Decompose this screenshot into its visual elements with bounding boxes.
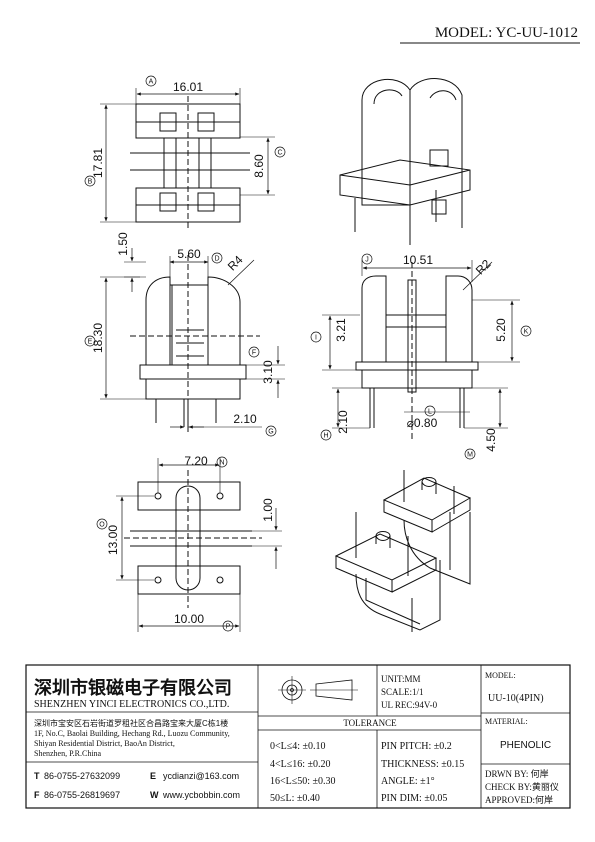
top-view	[100, 88, 275, 230]
marker-F: F	[248, 346, 260, 358]
marker-J: J	[361, 253, 373, 265]
fax-label: F	[34, 790, 40, 800]
svg-text:A: A	[149, 79, 154, 86]
thickness: THICKNESS: ±0.15	[381, 759, 464, 770]
bottom-view	[116, 458, 282, 632]
approved-by: APPROVED:何岸	[485, 794, 553, 805]
svg-text:M: M	[467, 452, 473, 459]
dim-R4: R4	[225, 253, 246, 274]
dim-L: ⌀0.80	[407, 416, 438, 430]
web-value: www.ycbobbin.com	[162, 790, 240, 800]
marker-L: L	[424, 405, 436, 417]
svg-text:C: C	[277, 150, 282, 157]
marker-G: G	[265, 425, 277, 437]
side-view	[322, 260, 520, 440]
svg-text:G: G	[268, 429, 273, 436]
dim-I: 3.21	[334, 318, 348, 342]
dim-O: 13.00	[106, 525, 120, 555]
svg-text:O: O	[99, 522, 105, 529]
marker-E: E	[84, 335, 96, 347]
dim-P: 10.00	[174, 612, 204, 626]
model-value: UU-10(4PIN)	[488, 693, 544, 704]
svg-text:D: D	[214, 256, 219, 263]
tel-label: T	[34, 771, 40, 781]
marker-B: B	[84, 175, 96, 187]
svg-text:F: F	[252, 350, 256, 357]
marker-A: A	[145, 75, 157, 87]
dim-R2: R2	[473, 257, 494, 278]
svg-text:E: E	[88, 339, 93, 346]
drawn-by: DRWN BY: 何岸	[485, 768, 549, 779]
company-name-cn: 深圳市银磁电子有限公司	[34, 677, 232, 698]
marker-H2: H	[320, 429, 332, 441]
marker-M: M	[464, 448, 476, 460]
dim-H2: 2.10	[336, 410, 350, 434]
web-label: W	[150, 790, 159, 800]
svg-text:B: B	[88, 179, 93, 186]
svg-text:I: I	[315, 335, 317, 342]
dim-M: 4.50	[484, 428, 498, 452]
pin-dim: PIN DIM: ±0.05	[381, 793, 447, 804]
email-label: E	[150, 771, 156, 781]
marker-N: N	[216, 456, 228, 468]
tel-value: 86-0755-27632099	[44, 771, 120, 781]
svg-text:H: H	[323, 433, 328, 440]
tolerance-row-1: 0<L≤4: ±0.10	[270, 741, 326, 752]
isometric-view-1	[339, 78, 471, 245]
tolerance-row-3: 16<L≤50: ±0.30	[270, 776, 336, 787]
pin-pitch: PIN PITCH: ±0.2	[381, 741, 452, 752]
address-line-2: Shiyan Residential District, BaoAn Distr…	[34, 739, 175, 748]
address-line-1: 1F, No.C, Baolai Building, Hechang Rd., …	[34, 729, 230, 738]
dim-K: 5.20	[494, 318, 508, 342]
tolerance-row-2: 4<L≤16: ±0.20	[270, 759, 331, 770]
unit: UNIT:MM	[381, 674, 421, 684]
dim-G: 2.10	[233, 412, 257, 426]
marker-K: K	[520, 325, 532, 337]
svg-text:L: L	[428, 409, 432, 416]
marker-O: O	[96, 518, 108, 530]
dim-A: 16.01	[173, 80, 203, 94]
svg-text:P: P	[226, 624, 231, 631]
dim-N: 7.20	[184, 454, 208, 468]
dim-F: 3.10	[261, 360, 275, 384]
fax-value: 86-0755-26819697	[44, 790, 120, 800]
dim-right1: 1.00	[261, 498, 275, 522]
dim-B: 17.81	[91, 148, 105, 178]
marker-D: D	[211, 252, 223, 264]
material-label: MATERIAL:	[485, 717, 528, 726]
check-by: CHECK BY:黄丽仪	[485, 781, 559, 792]
dim-D: 5.60	[177, 247, 201, 261]
material-value: PHENOLIC	[500, 740, 551, 751]
dim-J: 10.51	[403, 253, 433, 267]
marker-C: C	[274, 146, 286, 158]
ul-rec: UL REC:94V-0	[381, 700, 438, 710]
angle: ANGLE: ±1°	[381, 776, 435, 787]
scale: SCALE:1/1	[381, 687, 424, 697]
model-title: MODEL: YC-UU-1012	[435, 25, 578, 41]
dim-C: 8.60	[252, 154, 266, 178]
address-line-3: Shenzhen, P.R.China	[34, 749, 102, 758]
email-value: ycdianzi@163.com	[163, 771, 239, 781]
company-name-en: SHENZHEN YINCI ELECTRONICS CO.,LTD.	[34, 699, 229, 710]
marker-I: I	[310, 331, 322, 343]
dim-H: 18.30	[91, 323, 105, 353]
tolerance-row-4: 50≤L: ±0.40	[270, 793, 320, 804]
svg-text:K: K	[524, 329, 529, 336]
address-cn: 深圳市宝安区石岩街道罗租社区合昌路宝来大厦C栋1楼	[34, 718, 228, 728]
dim-top: 1.50	[116, 232, 130, 256]
isometric-view-2	[334, 470, 472, 632]
front-view	[100, 248, 285, 435]
marker-P: P	[222, 620, 234, 632]
tolerance-title: TOLERANCE	[343, 718, 397, 728]
svg-text:N: N	[219, 460, 224, 467]
model-label: MODEL:	[485, 671, 516, 680]
svg-text:J: J	[365, 257, 369, 264]
title-block	[25, 664, 571, 809]
